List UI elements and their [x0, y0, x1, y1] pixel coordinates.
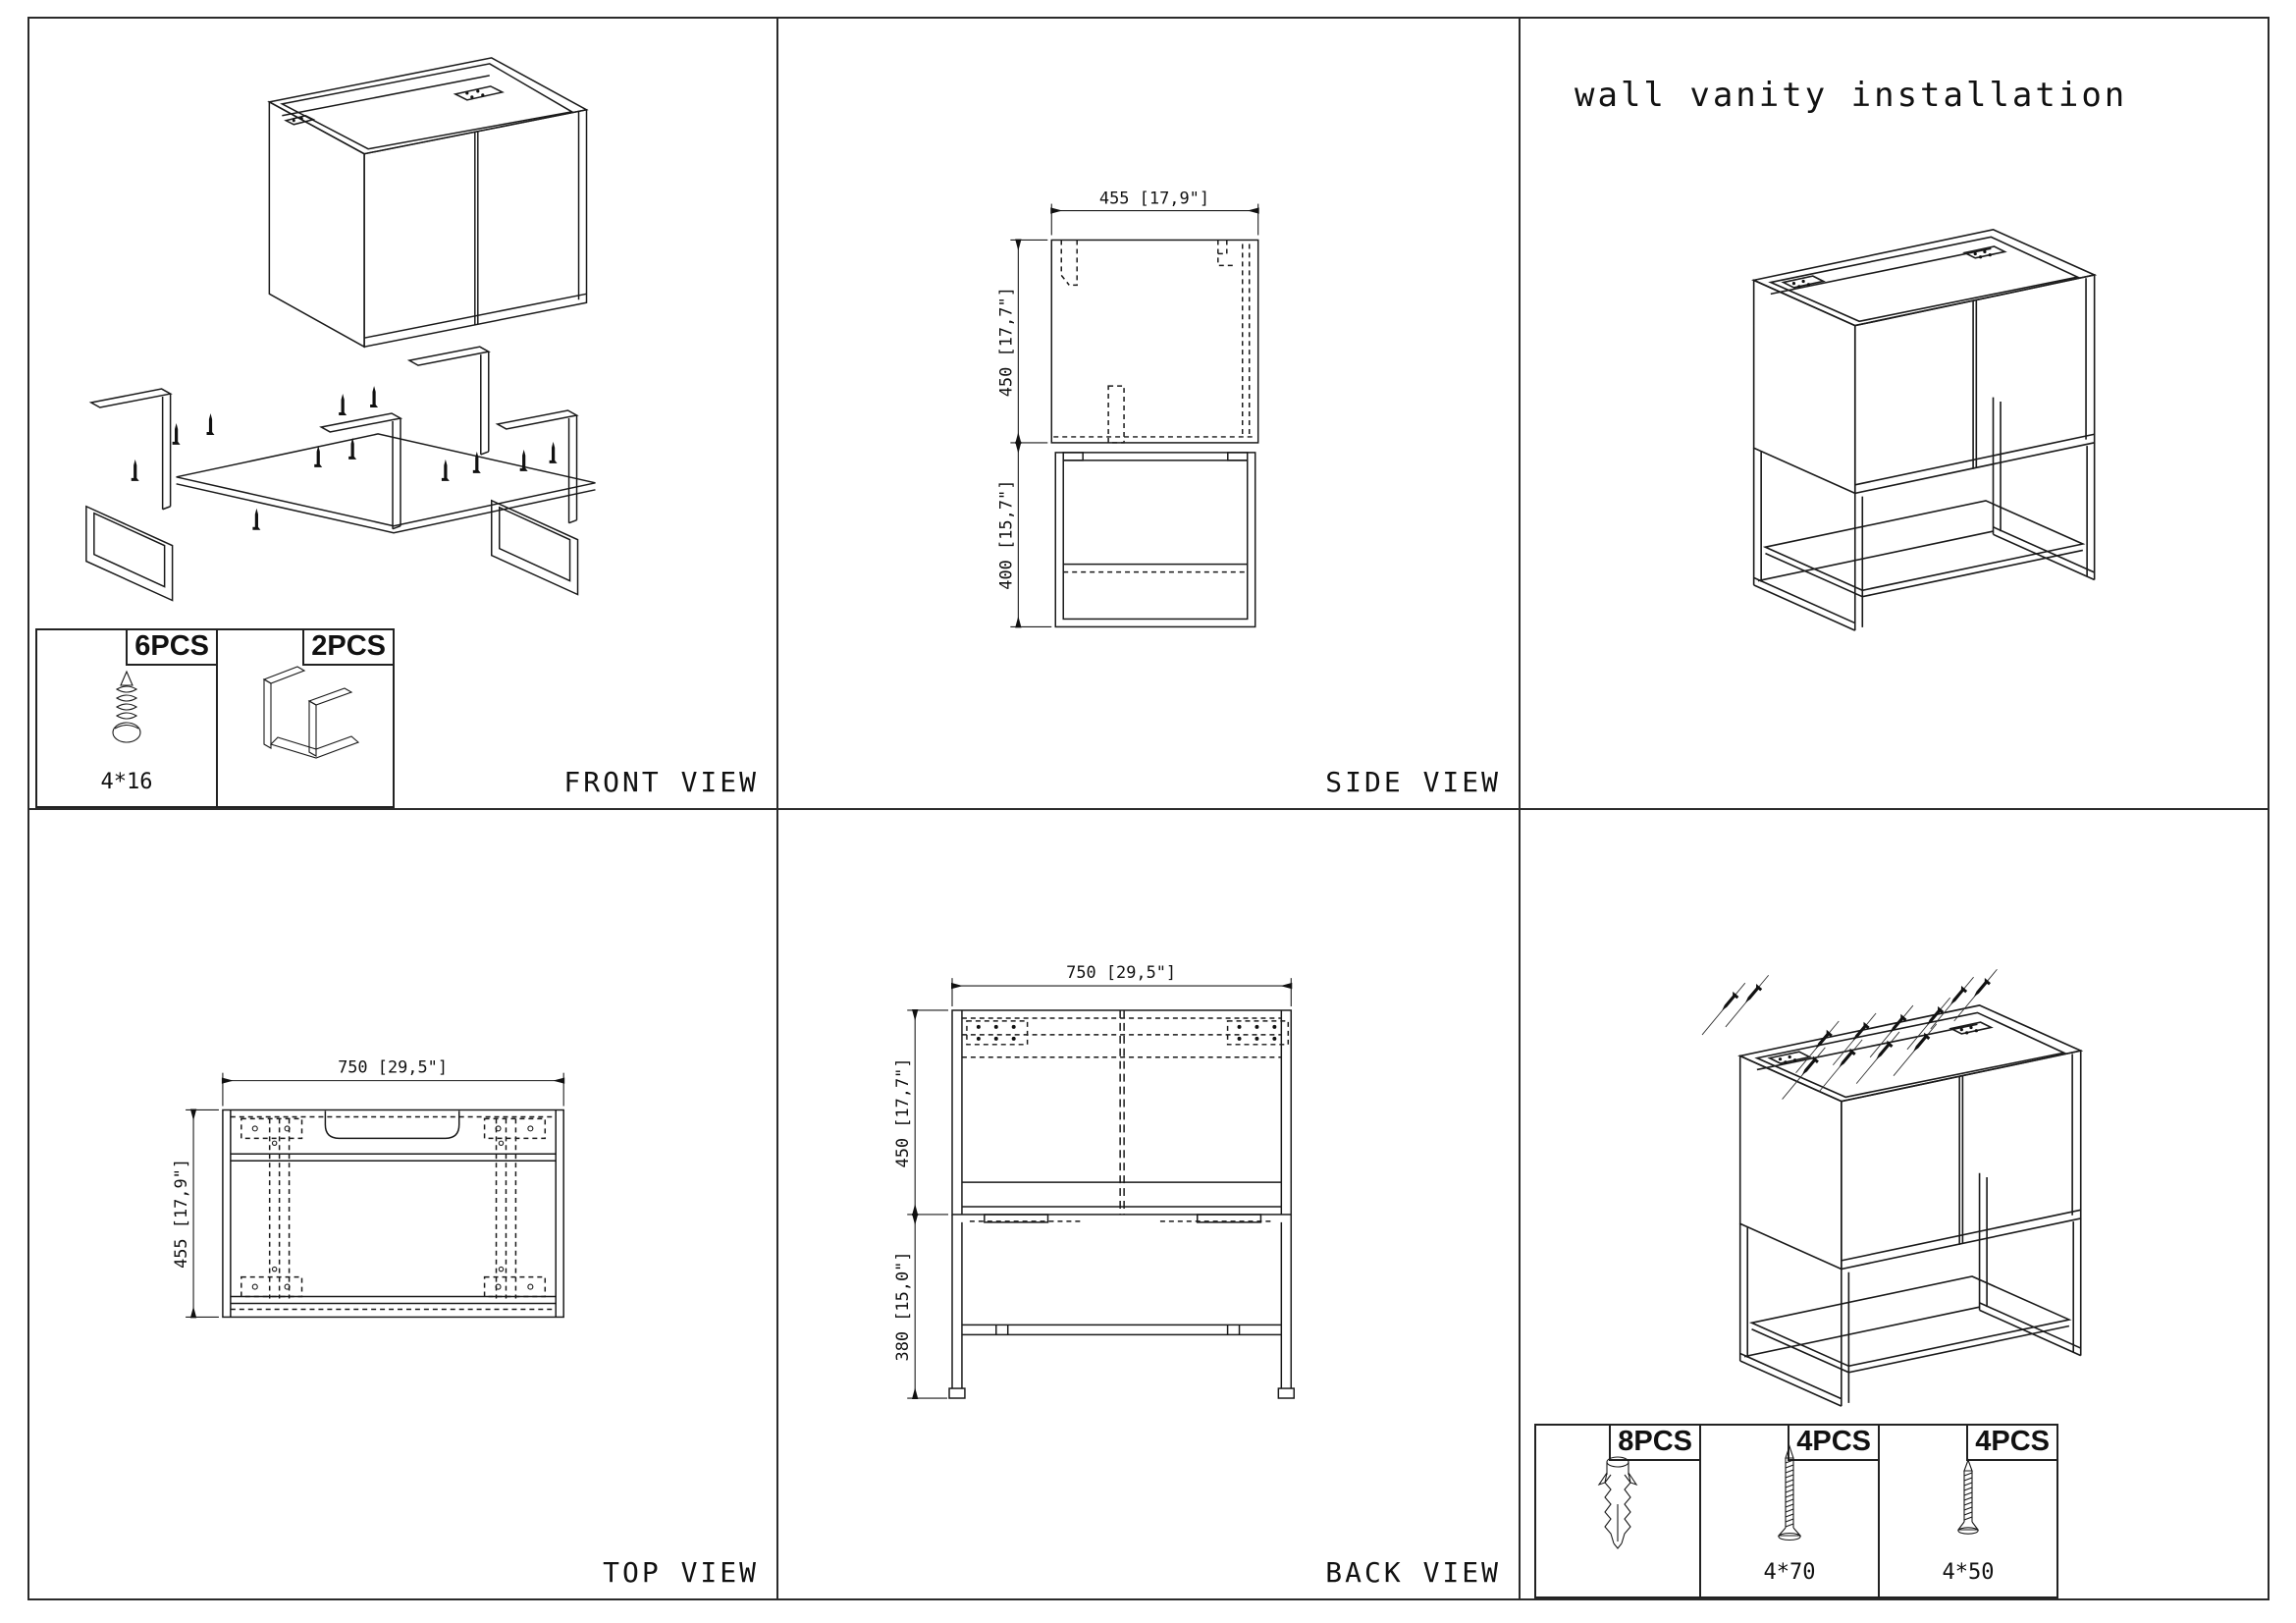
side-upper-dim: 450 [17,7"]: [995, 287, 1015, 397]
back-view-drawing: 750 [29,5"] 450 [17,7"] 380 [15,0"]: [892, 962, 1296, 1400]
side-lower-dim: 400 [15,7"]: [995, 480, 1015, 590]
hardware-box-long-screws: 4PCS 4*70: [1699, 1424, 1880, 1598]
panel-front-view: 6PCS 4*16: [29, 19, 778, 810]
install-drawing: [1701, 968, 2084, 1407]
back-upper-dim: 450 [17,7"]: [892, 1057, 912, 1167]
hardware-box-screws: 6PCS 4*16: [35, 628, 218, 808]
wall-anchor-icon: [1596, 1453, 1639, 1555]
qty-tag: 2PCS: [302, 628, 395, 666]
bracket-plate-holes: [292, 89, 485, 123]
panel-side-view: 455 [17,9"] 450 [17,7"] 400 [15,7"] SIDE…: [778, 19, 1521, 810]
panel-wall-installation: wall vanity installation: [1521, 19, 2268, 810]
short-screw-icon: [1956, 1457, 1980, 1545]
qty-label: 2PCS: [311, 630, 386, 662]
hardware-box-brackets: 2PCS: [216, 628, 395, 808]
qty-label: 4PCS: [1796, 1426, 1871, 1457]
top-depth-dim: 455 [17,9"]: [171, 1159, 190, 1269]
top-width-dim: 750 [29,5"]: [338, 1057, 448, 1077]
frame-exploded: [85, 346, 596, 602]
qty-label: 4PCS: [1975, 1426, 2050, 1457]
back-dimensions: [907, 978, 1293, 1400]
size-label: 4*70: [1763, 1560, 1816, 1585]
assembly-screws: [131, 386, 558, 530]
qty-tag: 4PCS: [1966, 1424, 2058, 1461]
front-view-exploded-drawing: [85, 57, 596, 602]
hardware-box-anchors: 8PCS: [1534, 1424, 1701, 1598]
hardware-box-short-screws: 4PCS 4*50: [1878, 1424, 2058, 1598]
qty-tag: 6PCS: [126, 628, 218, 666]
top-dimensions: [186, 1072, 565, 1319]
side-width-dim: 455 [17,9"]: [1099, 189, 1209, 208]
qty-label: 6PCS: [134, 630, 209, 662]
back-width-dim: 750 [29,5"]: [1066, 962, 1176, 982]
sheet-title: wall vanity installation: [1575, 76, 2128, 115]
long-screw-icon: [1777, 1443, 1802, 1551]
assembled-vanity-drawing: [1751, 228, 2098, 631]
side-view-label: SIDE VIEW: [1325, 766, 1501, 798]
top-plate-holes: [251, 1125, 534, 1290]
side-dimensions: [1010, 203, 1259, 628]
size-label: 4*50: [1942, 1560, 1995, 1585]
qty-tag: 4PCS: [1788, 1424, 1880, 1461]
front-hardware-callout: 6PCS 4*16: [35, 628, 395, 808]
back-plate-holes: [976, 1024, 1277, 1041]
bracket-icon: [246, 650, 364, 772]
qty-label: 8PCS: [1618, 1426, 1692, 1457]
side-view-drawing: 455 [17,9"] 450 [17,7"] 400 [15,7"]: [995, 189, 1259, 628]
install-hardware-callout: 8PCS: [1534, 1424, 2058, 1598]
panel-back-view: 750 [29,5"] 450 [17,7"] 380 [15,0"] BACK…: [778, 810, 1521, 1598]
install-screws: [1701, 968, 1998, 1100]
back-lower-dim: 380 [15,0"]: [892, 1251, 912, 1361]
panel-install-view: 8PCS: [1521, 810, 2268, 1598]
qty-tag: 8PCS: [1609, 1424, 1701, 1461]
back-view-label: BACK VIEW: [1325, 1556, 1501, 1589]
front-view-label: FRONT VIEW: [563, 766, 759, 798]
size-label: 4*16: [100, 770, 153, 794]
top-view-drawing: 750 [29,5"] 455 [17,9"]: [171, 1057, 565, 1319]
panel-top-view: 750 [29,5"] 455 [17,9"] TOP VIEW: [29, 810, 778, 1598]
top-view-label: TOP VIEW: [603, 1556, 759, 1589]
sheet-border: 6PCS 4*16: [27, 17, 2269, 1600]
screw-icon: [108, 668, 145, 754]
